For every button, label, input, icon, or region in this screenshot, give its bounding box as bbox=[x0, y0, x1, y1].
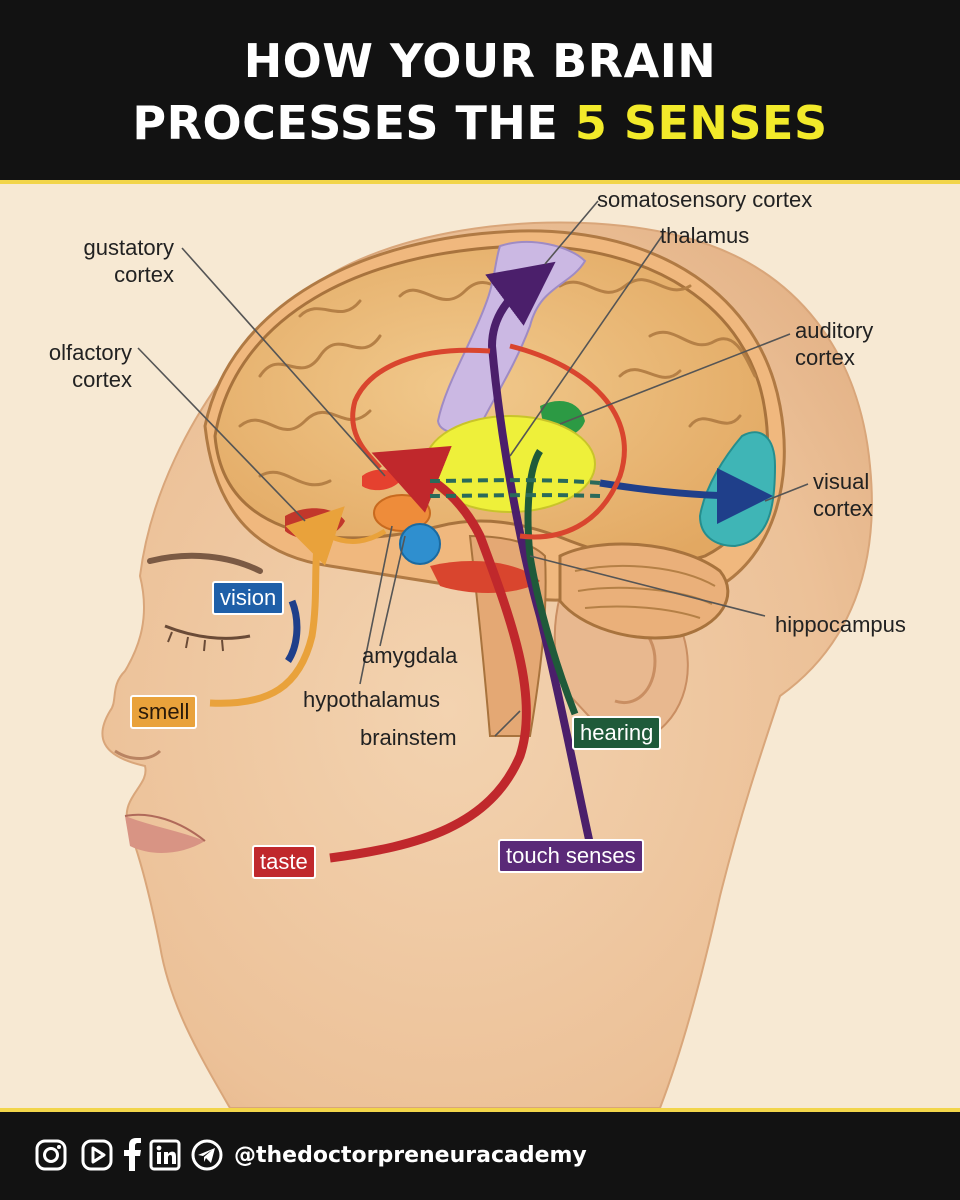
footer-bar: @thedoctorpreneuracademy bbox=[0, 1112, 960, 1200]
title-line-1: HOW YOUR BRAIN bbox=[243, 34, 717, 88]
taste-path bbox=[329, 445, 531, 863]
linkedin-icon[interactable] bbox=[148, 1138, 182, 1172]
instagram-icon[interactable] bbox=[34, 1138, 68, 1172]
title-line-2: PROCESSES THE 5 SENSES bbox=[0, 92, 960, 154]
title-line-2-prefix: PROCESSES THE bbox=[132, 96, 575, 150]
youtube-icon[interactable] bbox=[80, 1138, 114, 1172]
social-handle[interactable]: @thedoctorpreneuracademy bbox=[234, 1143, 587, 1168]
label-auditory-line2: cortex bbox=[795, 345, 855, 370]
tag-hearing: hearing bbox=[572, 716, 662, 750]
label-olfactory-line1: olfactory bbox=[48, 340, 132, 365]
title-banner: HOW YOUR BRAIN PROCESSES THE 5 SENSES bbox=[0, 0, 960, 180]
label-visual-line1: visual bbox=[813, 469, 870, 494]
label-brainstem: brainstem bbox=[360, 725, 457, 750]
hippocampus-region bbox=[430, 561, 540, 593]
vision-path bbox=[284, 599, 301, 663]
tag-vision: vision bbox=[212, 581, 285, 615]
label-amygdala: amygdala bbox=[362, 643, 458, 668]
label-auditory-line1: auditory bbox=[795, 318, 874, 343]
tag-touch-senses: touch senses bbox=[498, 839, 644, 873]
label-gustatory-line1: gustatory bbox=[83, 235, 175, 260]
auditory-loop bbox=[509, 343, 627, 540]
label-gustatory-line2: cortex bbox=[114, 262, 174, 287]
label-hippocampus: hippocampus bbox=[775, 612, 906, 637]
label-hypothalamus: hypothalamus bbox=[303, 687, 440, 712]
smell-path bbox=[209, 506, 345, 707]
head-illustration bbox=[101, 200, 873, 1108]
tag-smell: smell bbox=[130, 695, 198, 729]
label-olfactory-line2: cortex bbox=[72, 367, 132, 392]
amygdala-region bbox=[399, 523, 441, 565]
label-somatosensory-cortex: somatosensory cortex bbox=[597, 187, 813, 212]
telegram-icon[interactable] bbox=[190, 1138, 224, 1172]
label-thalamus: thalamus bbox=[660, 223, 750, 248]
tag-taste: taste bbox=[252, 845, 316, 879]
facebook-icon[interactable] bbox=[120, 1138, 144, 1172]
gustatory-loop bbox=[350, 347, 491, 470]
title-highlight: 5 SENSES bbox=[574, 96, 828, 150]
smell-branch bbox=[328, 528, 387, 544]
label-visual-line2: cortex bbox=[813, 496, 873, 521]
